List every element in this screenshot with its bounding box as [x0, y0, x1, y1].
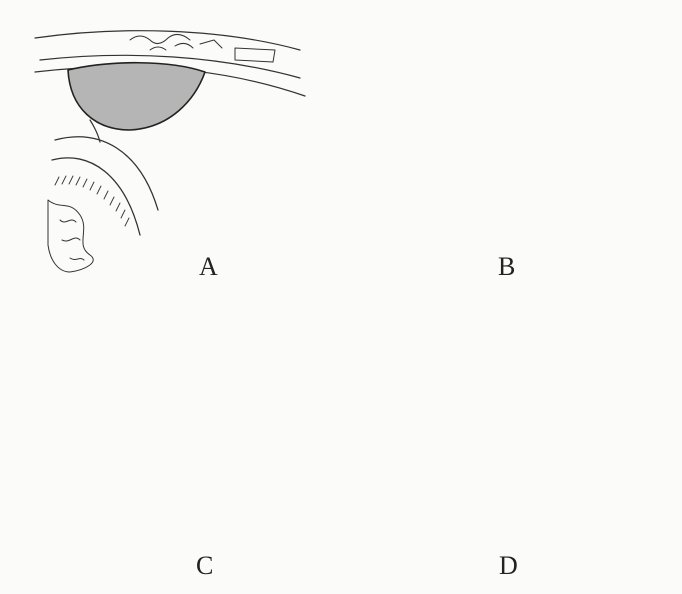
- panel-a-gyri-hatching: [55, 176, 129, 226]
- panel-label-c: C: [196, 553, 213, 579]
- panel-label-b: B: [498, 254, 515, 280]
- panel-a-brain-surface: [52, 137, 158, 235]
- panel-label-d: D: [499, 553, 518, 579]
- panel-a-bone-texture: [130, 34, 275, 62]
- panel-label-a: A: [199, 254, 218, 280]
- panel-a-brain-tissue: [48, 200, 93, 272]
- panel-a-hematoma: [68, 63, 205, 130]
- panel-a-drawing: [35, 31, 305, 272]
